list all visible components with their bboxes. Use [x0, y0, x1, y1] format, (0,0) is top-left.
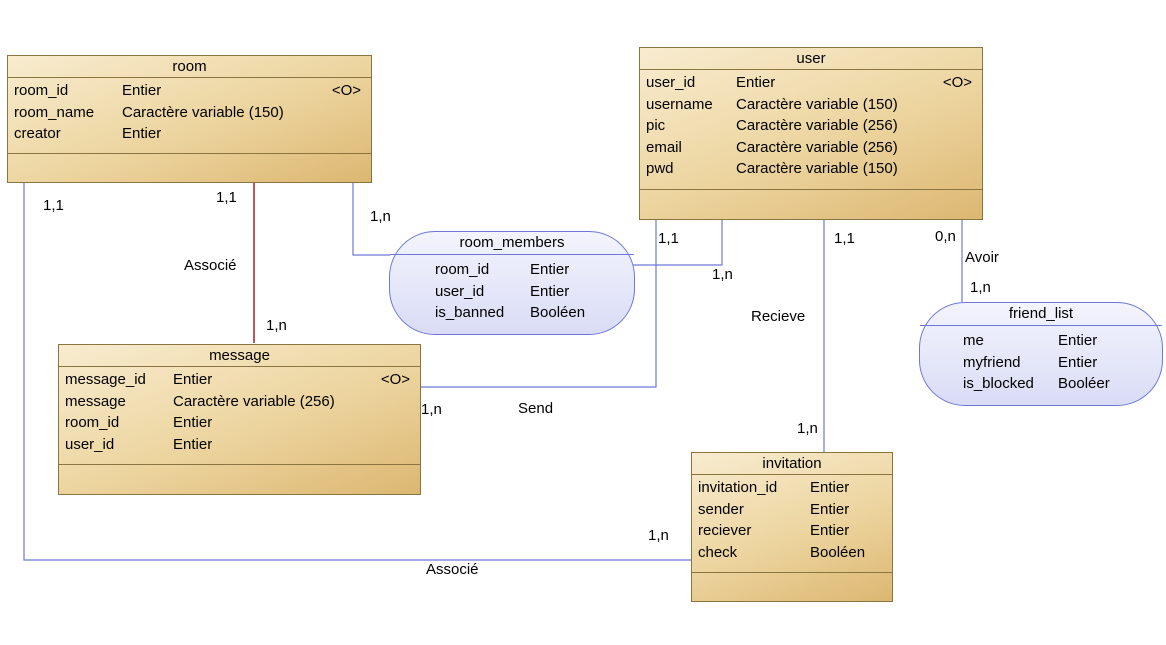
identifier-marker: <O>	[331, 82, 361, 99]
cardinality-label: 1,n	[421, 401, 442, 418]
entity-title: user	[640, 48, 982, 70]
cardinality-label: 0,n	[935, 228, 956, 245]
cardinality-label: 1,1	[43, 197, 64, 214]
relation-label: Avoir	[965, 249, 999, 266]
cardinality-label: 1,n	[970, 279, 991, 296]
relation-label: Recieve	[751, 308, 806, 325]
cardinality-label: 1,1	[834, 230, 855, 247]
cardinality-label: 1,n	[370, 208, 391, 225]
relation-label: Associé	[184, 257, 237, 274]
cardinality-label: 1,1	[216, 189, 237, 206]
relation-label: Associé	[426, 561, 479, 578]
entity-title: message	[59, 345, 420, 367]
entity-title: room	[8, 56, 371, 78]
relation-label: Send	[518, 400, 554, 417]
cardinality-label: 1,n	[266, 317, 287, 334]
user-members-line	[633, 219, 723, 266]
cardinality-label: 1,n	[712, 266, 733, 283]
room-invitation-line	[23, 182, 691, 561]
association-title: room_members	[390, 232, 634, 255]
cardinality-label: 1,1	[658, 230, 679, 247]
association-title: friend_list	[920, 303, 1162, 326]
identifier-marker: <O>	[942, 74, 972, 91]
cardinality-label: 1,n	[797, 420, 818, 437]
entity-title: invitation	[692, 453, 892, 475]
identifier-marker: <O>	[380, 371, 410, 388]
room-members-line	[352, 182, 390, 256]
user-message-line	[420, 219, 657, 388]
cardinality-label: 1,n	[648, 527, 669, 544]
